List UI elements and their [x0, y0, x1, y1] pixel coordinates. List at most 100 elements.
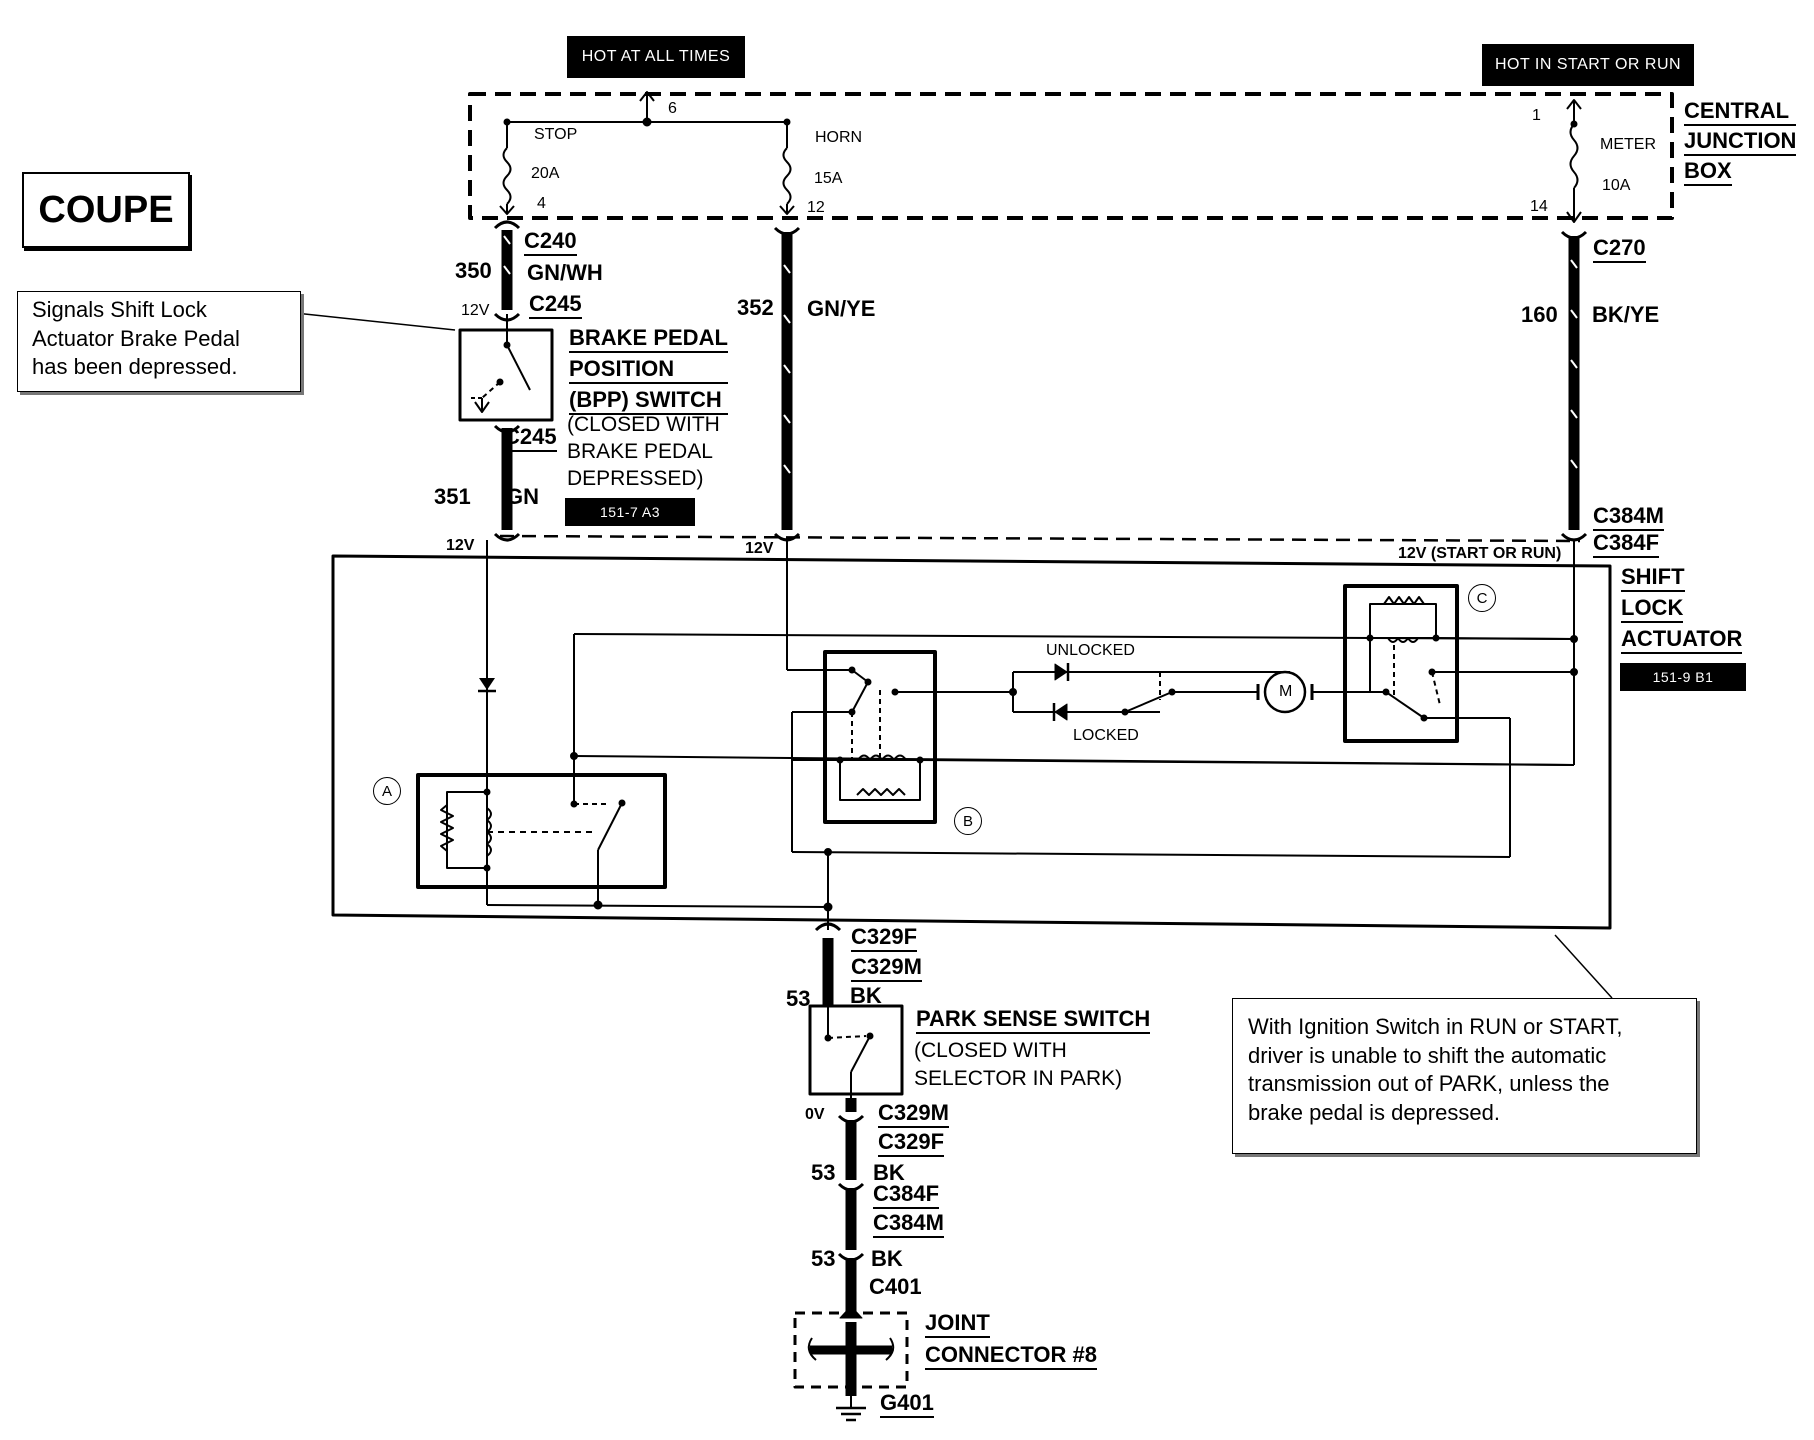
jc-line1: JOINT: [925, 1312, 990, 1338]
stop-fuse-label: STOP: [534, 126, 578, 143]
right-callout-line1: With Ignition Switch in RUN or START,: [1248, 1014, 1623, 1039]
pin-12: 12: [807, 199, 825, 216]
connector-c240: C240: [524, 230, 577, 256]
bpp-line2: POSITION: [569, 358, 728, 384]
bpp-line5: BRAKE PEDAL: [567, 440, 713, 463]
connector-c245-bottom: C245: [504, 426, 557, 452]
jc-line2: CONNECTOR #8: [925, 1344, 1097, 1370]
connector-c401: C401: [869, 1274, 922, 1299]
actuator-ref-label: 151-9 B1: [1620, 663, 1746, 691]
ground-g401: G401: [880, 1392, 934, 1418]
wire-53a-number: 53: [786, 986, 811, 1011]
connector-c384f-bottom: C384F: [873, 1183, 940, 1209]
horn-fuse-label: HORN: [815, 129, 863, 146]
wire-352-number: 352: [737, 295, 774, 320]
horn-fuse: [782, 147, 792, 205]
hot-at-all-times-label: HOT AT ALL TIMES: [567, 36, 745, 78]
meter-fuse-amps: 10A: [1602, 177, 1631, 194]
bpp-line6: DEPRESSED): [567, 467, 704, 490]
right-callout-line3: transmission out of PARK, unless the: [1248, 1071, 1610, 1097]
park-sense-switch-desc: (CLOSED WITH SELECTOR IN PARK): [914, 1037, 1122, 1093]
bpp-line3: (BPP) SWITCH: [569, 389, 728, 415]
left-callout-line2: Actuator Brake Pedal: [32, 325, 240, 351]
connector-c329f-bottom: C329F: [878, 1131, 945, 1157]
connector-c329m-top: C329M: [851, 956, 922, 982]
voltage-park: 0V: [805, 1106, 825, 1123]
voltage-bpp-top: 12V: [461, 302, 490, 319]
unlocked-label: UNLOCKED: [1046, 642, 1135, 659]
pin-4: 4: [537, 195, 546, 212]
right-callout-line4: brake pedal is depressed.: [1248, 1099, 1500, 1125]
stop-fuse: [502, 147, 512, 205]
hot-in-start-or-run-label: HOT IN START OR RUN: [1482, 44, 1694, 86]
connector-c329m-bottom: C329M: [878, 1102, 949, 1128]
wire-53b-number: 53: [811, 1160, 836, 1185]
wire-351-number: 351: [434, 484, 471, 509]
pss-line1: PARK SENSE SWITCH: [916, 1008, 1151, 1034]
voltage-actuator-right: 12V (START OR RUN): [1398, 545, 1562, 562]
connector-c384m-bottom: C384M: [873, 1212, 944, 1238]
bpp-switch-title: BRAKE PEDAL POSITION (BPP) SWITCH: [569, 327, 728, 415]
park-sense-switch-title: PARK SENSE SWITCH: [916, 1008, 1151, 1034]
wire-350-color: GN/WH: [527, 260, 603, 285]
locked-label: LOCKED: [1073, 727, 1139, 744]
horn-fuse-amps: 15A: [814, 170, 843, 187]
wire-53a-color: BK: [850, 983, 882, 1008]
connector-c384f-top: C384F: [1593, 532, 1660, 558]
relay-c-marker: C: [1468, 584, 1496, 612]
wire-53c-color: BK: [871, 1246, 903, 1271]
relay-b-box: [823, 650, 937, 824]
connector-c270: C270: [1593, 237, 1646, 263]
wire-160-number: 160: [1521, 302, 1558, 327]
stop-fuse-amps: 20A: [531, 165, 560, 182]
central-junction-box-outline: [468, 92, 1674, 220]
sla-line3: ACTUATOR: [1621, 628, 1743, 654]
junction-box-title: CENTRAL JUNCTION BOX: [1684, 100, 1797, 186]
wire-53c-number: 53: [811, 1246, 836, 1271]
sla-line1: SHIFT: [1621, 566, 1685, 592]
pin-1: 1: [1532, 107, 1541, 124]
wire-350-number: 350: [455, 258, 492, 283]
left-callout-line3: has been depressed.: [32, 354, 238, 380]
shift-lock-actuator-title: SHIFT LOCK ACTUATOR: [1621, 566, 1743, 654]
connector-c329f-top: C329F: [851, 926, 918, 952]
meter-fuse-label: METER: [1600, 136, 1656, 153]
bpp-line4: (CLOSED WITH: [567, 413, 720, 436]
brake-signal-callout: Signals Shift Lock Actuator Brake Pedal …: [17, 291, 301, 392]
coupe-label: COUPE: [22, 172, 190, 248]
pin-14: 14: [1530, 198, 1548, 215]
relay-a-marker: A: [373, 777, 401, 805]
pin-6: 6: [668, 100, 677, 117]
left-callout-line1: Signals Shift Lock: [32, 297, 207, 322]
sla-line2: LOCK: [1621, 597, 1684, 623]
wire-351-color: GN: [506, 484, 539, 509]
motor-label: M: [1279, 683, 1293, 700]
ignition-callout: With Ignition Switch in RUN or START, dr…: [1232, 998, 1697, 1154]
wire-53b-color: BK: [873, 1160, 905, 1185]
wire-160-color: BK/YE: [1592, 302, 1660, 327]
bpp-line1: BRAKE PEDAL: [569, 327, 728, 353]
cjb-line3: BOX: [1684, 160, 1732, 186]
relay-c-box: [1343, 584, 1459, 743]
voltage-actuator-left: 12V: [446, 537, 475, 554]
connector-c245-top: C245: [529, 293, 582, 319]
pss-line3: SELECTOR IN PARK): [914, 1067, 1123, 1090]
wire-352-color: GN/YE: [807, 296, 876, 321]
meter-fuse: [1569, 123, 1579, 189]
voltage-actuator-mid: 12V: [745, 540, 774, 557]
relay-a-box: [416, 773, 667, 889]
cjb-line1: CENTRAL: [1684, 100, 1797, 126]
bpp-ref-label: 151-7 A3: [565, 498, 695, 526]
motor: [1263, 670, 1307, 714]
right-callout-line2: driver is unable to shift the automatic: [1248, 1042, 1607, 1068]
park-sense-switch-box: [808, 1004, 904, 1096]
joint-connector-title: JOINT CONNECTOR #8: [925, 1312, 1097, 1370]
bpp-switch-desc: (CLOSED WITH BRAKE PEDAL DEPRESSED): [567, 411, 720, 492]
shift-lock-actuator-outline: [331, 554, 1612, 930]
pss-line2: (CLOSED WITH: [914, 1039, 1067, 1062]
connector-c384m-top: C384M: [1593, 505, 1664, 531]
relay-b-marker: B: [954, 807, 982, 835]
cjb-line2: JUNCTION: [1684, 130, 1797, 156]
